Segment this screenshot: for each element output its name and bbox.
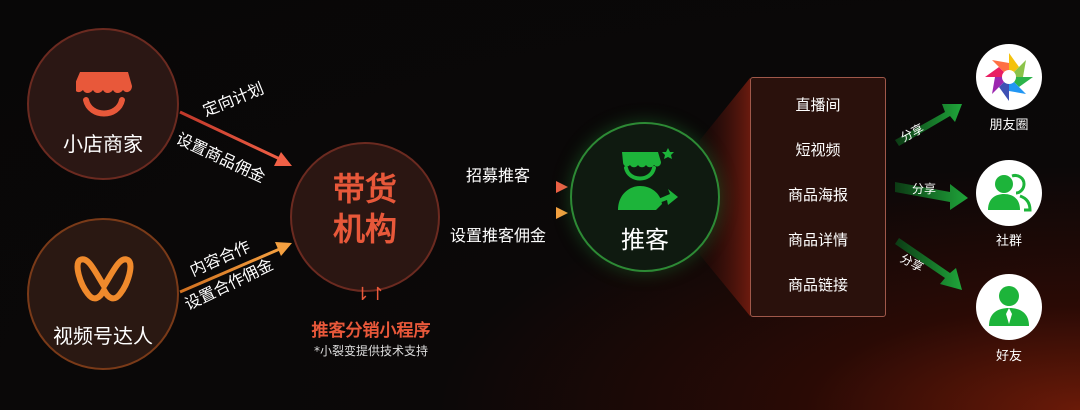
channel-item: 直播间: [795, 96, 841, 114]
shop-icon: [76, 72, 132, 117]
channel-item: 商品链接: [787, 276, 848, 294]
share-label: 分享: [912, 182, 937, 196]
share-arrow-group: [895, 182, 968, 210]
agency-node: 带货 机构: [290, 142, 440, 292]
channel-item: 商品海报: [787, 186, 848, 204]
promoter-label: 推客: [621, 226, 669, 254]
share-arrow-moments: [895, 104, 962, 146]
moments-label: 朋友圈: [989, 118, 1029, 133]
commission-arrow: [447, 207, 568, 219]
friend-label: 好友: [995, 349, 1022, 364]
merchant-node: 小店商家: [27, 28, 179, 180]
channel-item: 商品详情: [787, 231, 848, 249]
promoter-node: 推客: [570, 122, 720, 272]
agency-label-line2: 机构: [332, 210, 397, 248]
mini-program-note: *小裂变提供技术支持: [313, 344, 428, 358]
set-commission-label: 设置推客佣金: [450, 226, 547, 245]
merchant-to-agency-arrow: [179, 110, 292, 166]
channel-item: 短视频: [795, 141, 841, 159]
creator-node: 视频号达人: [27, 218, 179, 370]
moments-icon: [976, 44, 1042, 110]
bidirectional-arrows-icon: ⇂↾: [354, 284, 386, 305]
friend-icon: [976, 274, 1042, 340]
promoter-person-icon: [618, 148, 678, 210]
creator-label: 视频号达人: [53, 324, 153, 348]
recruit-label: 招募推客: [466, 166, 531, 185]
channels-logo-icon: [74, 256, 134, 302]
group-label: 社群: [995, 234, 1022, 249]
promoter-to-channels-funnel: [700, 78, 750, 316]
group-icon: [976, 160, 1042, 226]
channels-panel: 直播间 短视频 商品海报 商品详情 商品链接: [750, 77, 886, 317]
recruit-arrow: [447, 181, 568, 193]
merchant-label: 小店商家: [63, 132, 143, 156]
creator-to-agency-arrow: [179, 242, 292, 294]
mini-program-title: 推客分销小程序: [311, 321, 431, 341]
share-arrow-friend: [895, 238, 962, 290]
agency-label-line1: 带货: [332, 170, 397, 208]
